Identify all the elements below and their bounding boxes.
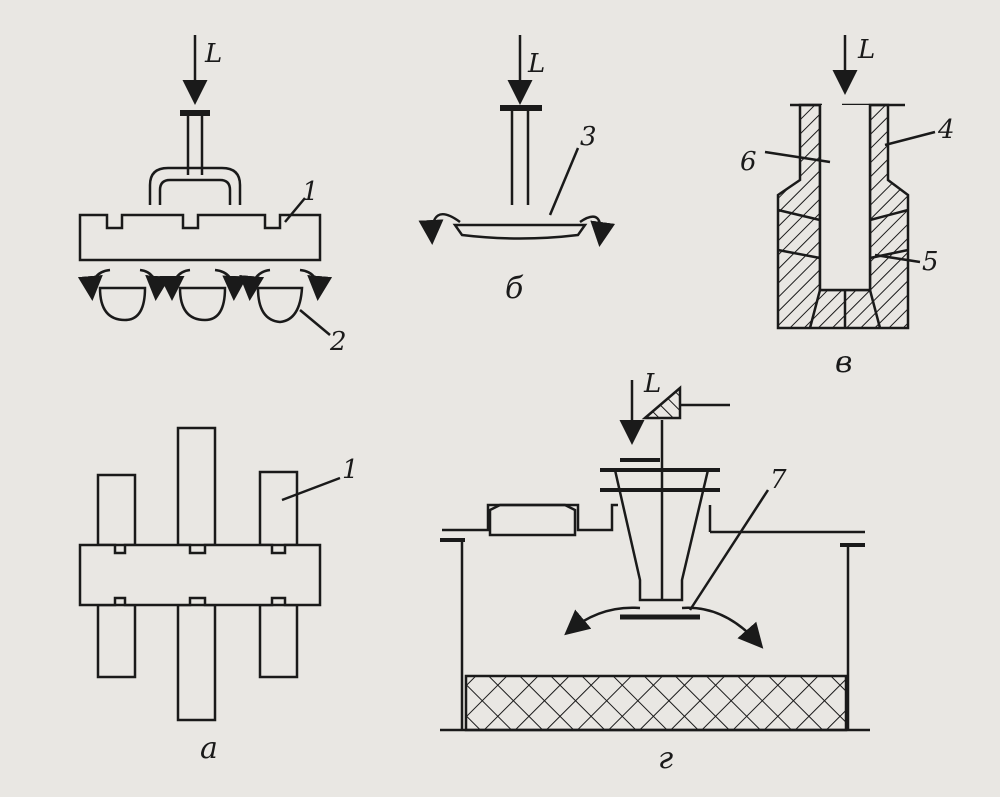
mold-bed	[464, 674, 848, 732]
mold-3	[256, 286, 304, 324]
mold-1	[98, 286, 147, 322]
arrow-label-v: L	[857, 35, 875, 65]
panel-letter-a: а	[200, 731, 218, 766]
mold-2	[178, 286, 227, 322]
split-pipe	[148, 166, 242, 205]
panel-v	[764, 35, 936, 330]
panel-letter-b: б	[505, 271, 524, 306]
panel-b	[418, 35, 616, 247]
callout-1-plan: 1	[342, 455, 359, 485]
callout-2: 2	[329, 327, 347, 357]
callout-5: 5	[922, 247, 939, 277]
panel-a-plan	[78, 426, 341, 722]
callout-1-elevation: 1	[302, 177, 319, 207]
inspection-hatch	[488, 503, 577, 537]
arrow-label-a: L	[204, 39, 222, 69]
plan-trough	[78, 543, 322, 607]
ladle-icon	[641, 385, 682, 420]
callout-4: 4	[937, 115, 955, 145]
callout-7: 7	[770, 465, 787, 495]
callout-6: 6	[740, 147, 757, 177]
distributor-trough	[78, 213, 322, 262]
labels: L L L L 1 2 1 3 4 5 6 7 а б в г	[200, 35, 955, 776]
distribution-plate	[452, 223, 588, 240]
callout-3: 3	[580, 122, 597, 152]
panel-letter-v: в	[835, 345, 852, 380]
panel-g	[440, 380, 870, 732]
panel-a-elevation	[77, 35, 333, 336]
arrow-label-b: L	[527, 49, 545, 79]
panel-letter-g: г	[658, 741, 673, 776]
plan-leg-1-top	[96, 473, 137, 547]
funnel	[613, 469, 710, 602]
arrow-label-g: L	[643, 369, 661, 399]
